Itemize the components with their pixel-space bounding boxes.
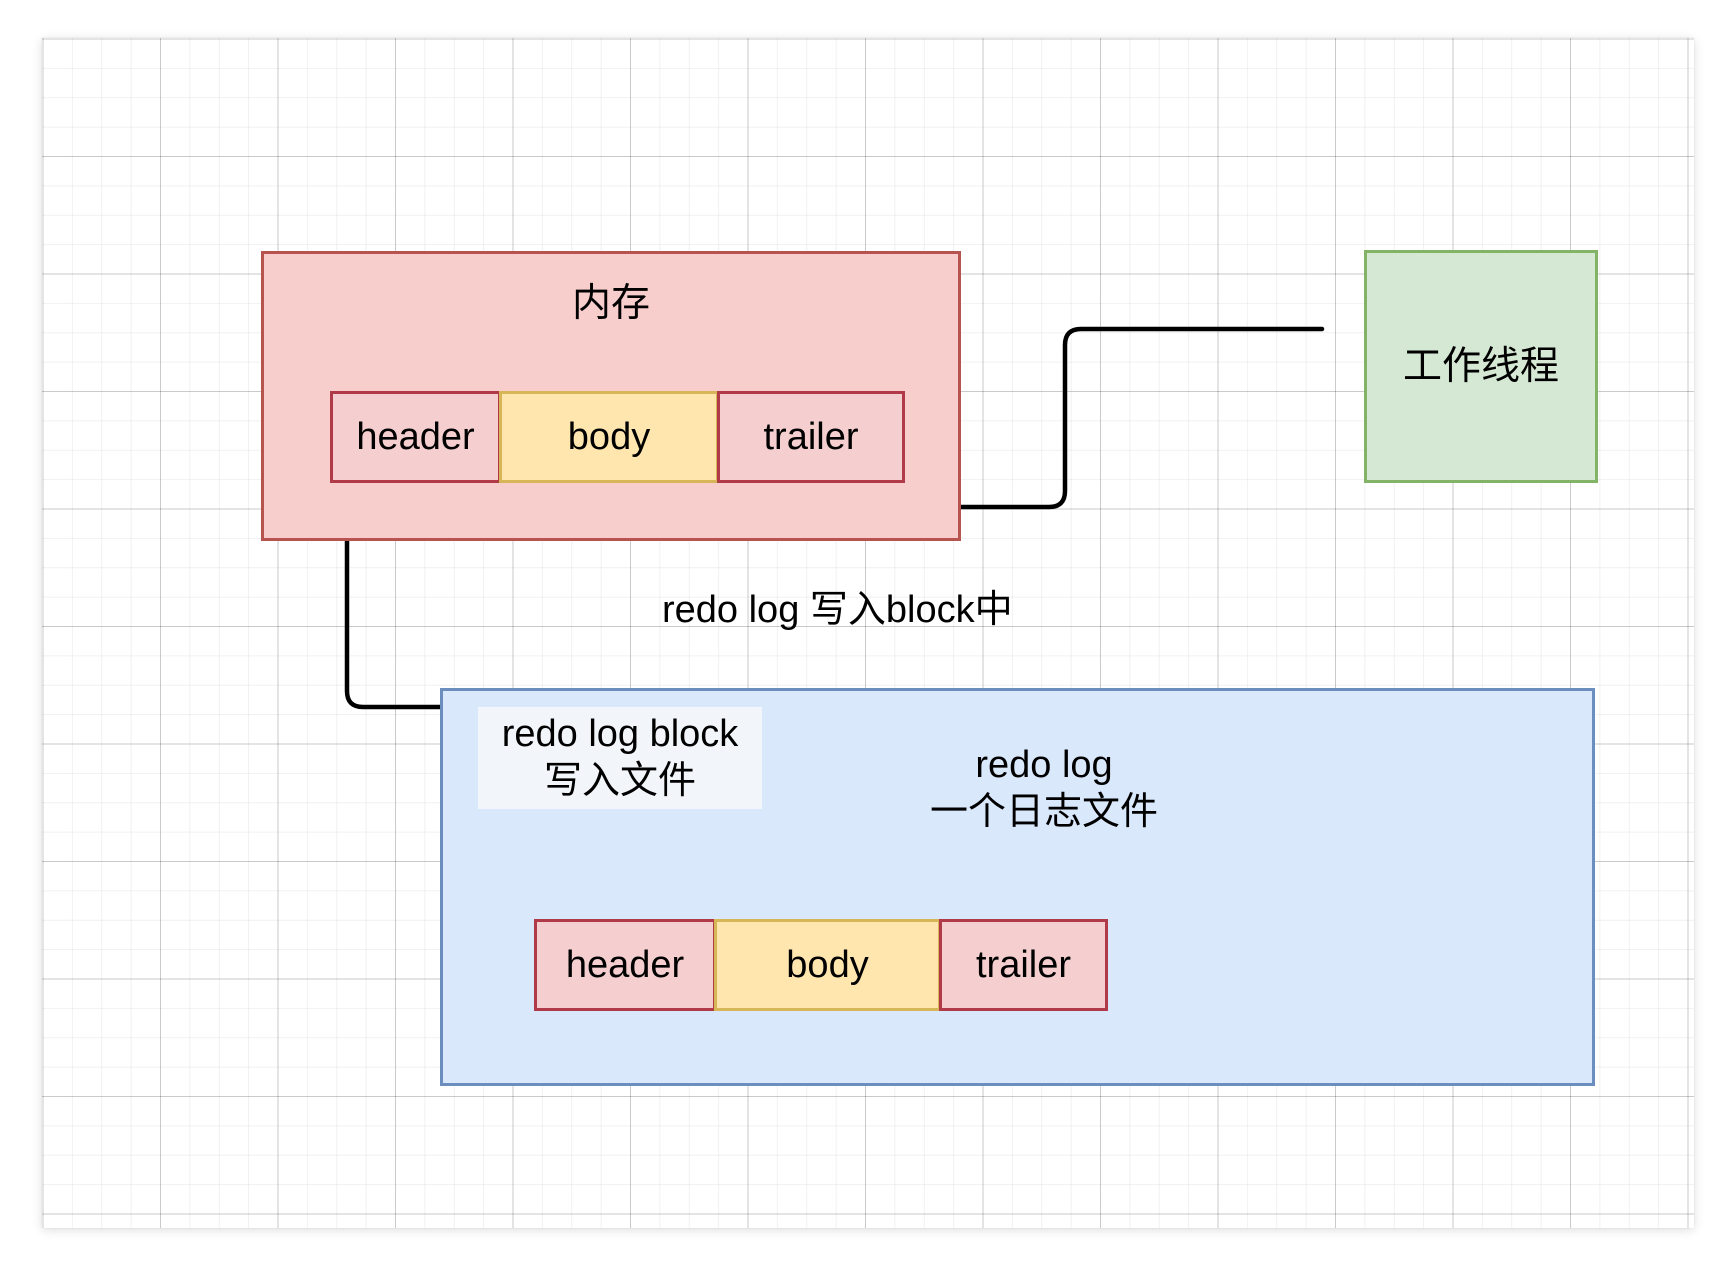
file-block-trailer[interactable]: trailer: [939, 919, 1108, 1011]
connector-label-write-to-file: redo log block 写入文件: [478, 707, 762, 810]
memory-title: 内存: [571, 282, 650, 325]
worker-thread-label: 工作线程: [1402, 344, 1559, 388]
connector-label-write-to-block: redo log 写入block中: [662, 589, 1013, 631]
file-block-body-label: body: [786, 943, 869, 986]
file-block-header[interactable]: header: [534, 919, 716, 1011]
memory-block-body[interactable]: body: [499, 391, 719, 483]
drawing-sheet: 内存 header body trailer 工作线程 header body …: [42, 38, 1694, 1228]
memory-block-header[interactable]: header: [330, 391, 501, 483]
redo-log-file-caption: redo log 一个日志文件: [929, 744, 1158, 834]
memory-block-trailer-label: trailer: [763, 415, 859, 458]
file-block-trailer-label: trailer: [975, 943, 1072, 986]
memory-block-header-label: header: [356, 415, 475, 458]
file-block-header-label: header: [565, 943, 685, 986]
file-block-body[interactable]: body: [714, 919, 941, 1011]
memory-block-trailer[interactable]: trailer: [717, 391, 905, 483]
worker-thread-box[interactable]: 工作线程: [1364, 250, 1598, 483]
memory-block-body-label: body: [567, 415, 651, 458]
